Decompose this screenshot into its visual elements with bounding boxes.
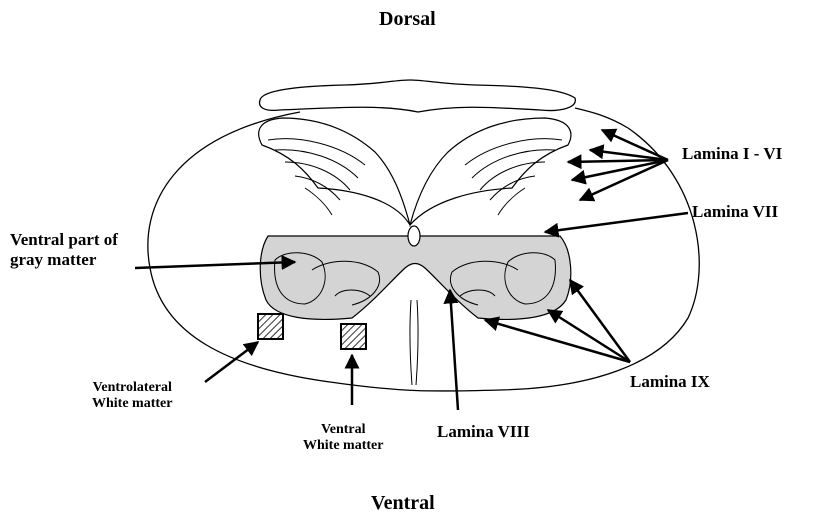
ventral-label: Ventral (371, 492, 435, 515)
dorsal-label: Dorsal (379, 8, 436, 31)
ventral-white-label-line1: Ventral (303, 422, 383, 438)
central-canal (408, 226, 420, 246)
ventrolateral-label: Ventrolateral White matter (92, 380, 172, 412)
ventral-white-label: Ventral White matter (303, 422, 383, 454)
ventrolateral-sample-square (258, 314, 283, 339)
dorsal-cap (260, 80, 576, 112)
ventral-gray-label-line1: Ventral part of (10, 230, 118, 250)
lamina-ix-label: Lamina IX (630, 372, 710, 392)
ventrolateral-label-line1: Ventrolateral (92, 380, 172, 396)
ventral-white-label-line2: White matter (303, 438, 383, 454)
ventral-gray-label-line2: gray matter (10, 250, 118, 270)
lamina-viii-label: Lamina VIII (437, 422, 530, 442)
lamina-i-vi-label: Lamina I - VI (682, 144, 782, 164)
ventral-gray-label: Ventral part of gray matter (10, 230, 118, 269)
ventral-sample-square (341, 324, 366, 349)
ventrolateral-label-line2: White matter (92, 396, 172, 412)
lamina-vii-label: Lamina VII (692, 202, 778, 222)
